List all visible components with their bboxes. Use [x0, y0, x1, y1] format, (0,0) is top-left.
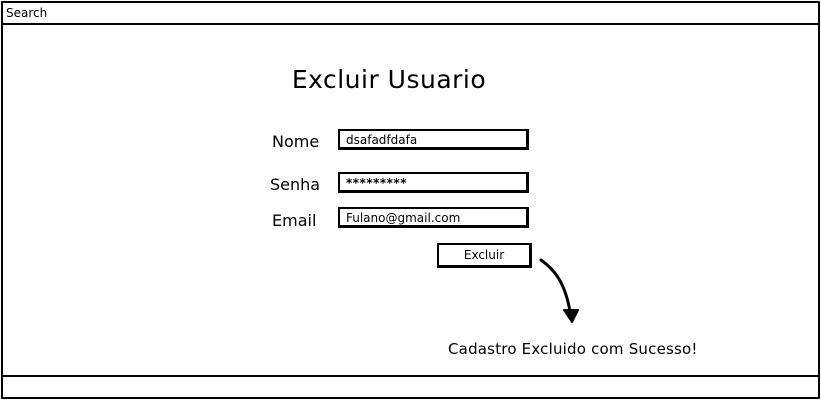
search-label: Search: [6, 6, 48, 20]
delete-button[interactable]: Excluir: [437, 243, 532, 268]
email-field[interactable]: Fulano@gmail.com: [338, 207, 529, 228]
name-field[interactable]: dsafadfdafa: [338, 129, 529, 150]
footer-divider: [3, 375, 818, 377]
name-label: Nome: [272, 132, 320, 151]
success-message: Cadastro Excluido com Sucesso!: [448, 340, 698, 358]
page-title: Excluir Usuario: [291, 65, 487, 94]
curved-arrow-down-icon: [539, 258, 579, 323]
password-label: Senha: [270, 175, 321, 194]
password-field[interactable]: *********: [338, 172, 529, 193]
search-bar[interactable]: Search: [3, 3, 818, 25]
email-label: Email: [272, 211, 317, 230]
